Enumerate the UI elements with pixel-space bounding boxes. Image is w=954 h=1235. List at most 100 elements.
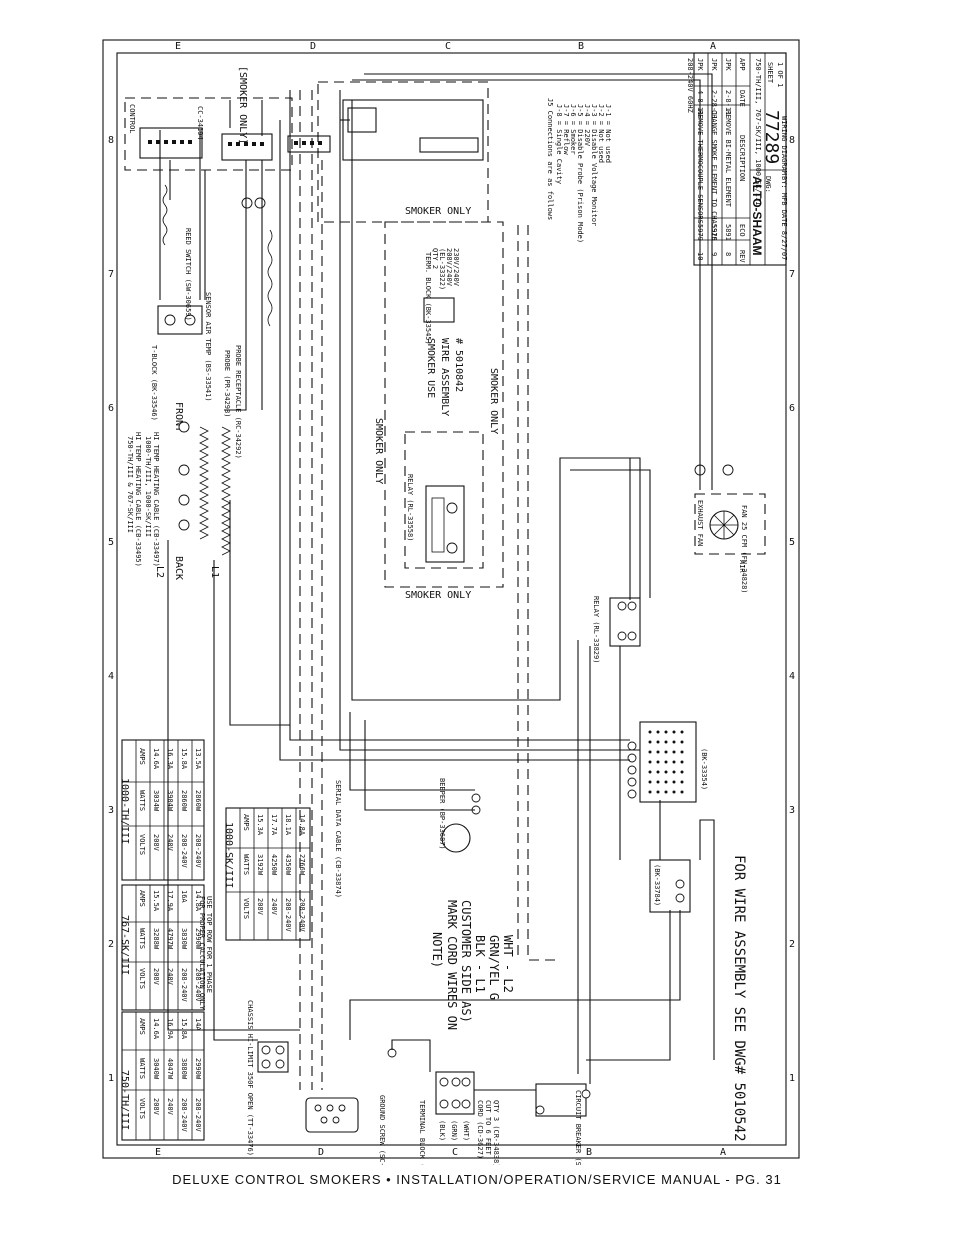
svg-text:2990W: 2990W (194, 928, 202, 950)
title-voltage: 208-240V 60HZ (686, 58, 694, 113)
svg-text:13.5A: 13.5A (194, 748, 202, 770)
svg-text:3880W: 3880W (180, 1058, 188, 1080)
border-letter: E (175, 41, 181, 52)
svg-text:3192W: 3192W (256, 854, 264, 876)
border-number: 4 (108, 671, 114, 682)
qty2-label: QTY 2 (431, 248, 439, 269)
svg-text:208V: 208V (152, 834, 160, 852)
exhaust-fan-label: EXHAUST FAN (696, 500, 704, 546)
border-letter: E (155, 1147, 161, 1158)
t-block-label: T-BLOCK (BK-33546) (150, 345, 158, 421)
heating-label-1: 750-TH/III & 767-SK/III (126, 436, 134, 533)
svg-text:4250W: 4250W (270, 854, 278, 876)
inner-frame (116, 52, 787, 1146)
wiring-diagram-sheet: E D C B A E D C B A 8 7 6 5 4 3 2 1 8 7 … (102, 39, 800, 1165)
wire-number-label: # 5010842 (453, 338, 464, 392)
svg-text:208V: 208V (152, 1098, 160, 1116)
rev-row: 9 5926 CHANGE SMOKE ELEMENT TO CHASSIS 2… (710, 58, 718, 256)
relay-small-coil (431, 497, 445, 553)
svg-text:AMPS: AMPS (242, 814, 250, 831)
j5-line: J-2 = Not used (597, 104, 605, 163)
j5-line: J-5 = Disable Probe (Prison Mode) (576, 104, 584, 243)
terminal-block (435, 1071, 475, 1115)
terminal-strip-dots (648, 730, 684, 794)
control-part-label: CC-34194 (196, 106, 204, 140)
svg-text:9: 9 (710, 252, 718, 256)
terminal-block-label: TERMINAL BLOCK (BK-3019) (418, 1100, 426, 1165)
relay-small (425, 485, 465, 563)
exhaust-fan-dashed (694, 493, 766, 555)
svg-text:JPK: JPK (724, 58, 732, 71)
brand-logo-text: ALTO-SHAAM (750, 176, 764, 256)
heating-coil (199, 426, 209, 540)
svg-text:14.8A: 14.8A (298, 814, 306, 836)
qty3-label: QTY 3 (CR-34838) (492, 1100, 500, 1165)
svg-text:208-240V: 208-240V (180, 968, 188, 1003)
j5-line: J-1 = Not used (604, 104, 612, 163)
heating-coil (221, 426, 231, 556)
connector-pins (148, 140, 322, 146)
svg-text:15.8A: 15.8A (180, 1018, 188, 1040)
svg-text:18.1A: 18.1A (284, 814, 292, 836)
border-letter: A (710, 41, 716, 52)
svg-text:CHANGE SMOKE ELEMENT TO CHASSI: CHANGE SMOKE ELEMENT TO CHASSIS (710, 110, 718, 241)
border-number: 1 (108, 1073, 114, 1084)
svg-text:AMPS: AMPS (138, 748, 146, 765)
svg-text:REV: REV (738, 250, 746, 263)
border-number: 6 (789, 403, 795, 414)
svg-text:15.8A: 15.8A (180, 748, 188, 770)
border-number: 8 (108, 135, 114, 146)
page-footer: DELUXE CONTROL SMOKERS • INSTALLATION/OP… (172, 1172, 782, 1187)
note-line: CUSTOMER SIDE AS) (459, 900, 473, 1023)
svg-text:2860W: 2860W (194, 790, 202, 812)
border-number: 2 (108, 939, 114, 950)
wiring (159, 73, 715, 1091)
svg-text:767-SK/III: 767-SK/III (119, 915, 130, 975)
svg-text:17.7A: 17.7A (270, 814, 278, 836)
svg-text:14.8A: 14.8A (194, 890, 202, 912)
grn-label: (GRN) (450, 1120, 458, 1141)
calc-note-b: USE TOP ROW FOR 1 PHASE (205, 896, 213, 993)
relay-big-label: RELAY (RL-33829) (592, 596, 600, 663)
svg-text:VOLTS: VOLTS (138, 968, 146, 989)
outer-frame (102, 39, 800, 1159)
drawing-number: 77289 (761, 110, 782, 164)
fan-blades (710, 511, 738, 539)
cut-label: CUT TO 6 FEET (484, 1100, 492, 1156)
smoker-only-mid-label: SMOKER ONLY (488, 368, 499, 434)
probe-label: PROBE (PR-34298) (223, 350, 231, 417)
svg-text:2-8-11: 2-8-11 (724, 90, 732, 115)
terminal-strip (639, 721, 697, 803)
svg-text:208-240V: 208-240V (298, 898, 306, 933)
l2-label: L2 (154, 566, 165, 578)
circuit-breaker-label: CIRCUIT BREAKER (SW-34077) (574, 1090, 582, 1165)
svg-text:3904W: 3904W (166, 790, 174, 812)
note-line: GRN/YEL G (487, 935, 501, 1000)
smoker-only-top-label: SMOKER ONLY (405, 206, 471, 217)
term-block (423, 297, 455, 323)
smoker-relay-dashed-box (404, 431, 484, 569)
border-number: 6 (108, 403, 114, 414)
rev-headers: REV ECO DESCRIPTION DATE APP (738, 58, 746, 263)
model-list: 750-TH/III, 767-SK/III, 1000-SK/III (754, 58, 762, 206)
smoker-board-dashbox (317, 81, 489, 223)
smoker-use-label: SMOKER USE (425, 338, 436, 398)
svg-text:5891: 5891 (724, 224, 732, 241)
svg-text:VOLTS: VOLTS (138, 1098, 146, 1119)
table-767: 767-SK/III VOLTS WATTS AMPS 208V 3288W 1… (119, 884, 205, 1011)
control-label: CONTROL (128, 104, 136, 134)
volts-230-label: 230V/240V (452, 248, 460, 287)
svg-text:208-240V: 208-240V (180, 1098, 188, 1133)
drawing-by: BY: MFB DATE 8/27/07 (780, 176, 788, 260)
twisted-wire (162, 184, 168, 246)
heating-terminals (178, 421, 190, 531)
j5-connections-note: J5 Connections are as follows J-8 = Sing… (546, 98, 612, 243)
j5-line: J-4 = 220V (583, 104, 591, 147)
sensor-label: SENSOR AIR TEMP (BS-33541) (204, 292, 212, 402)
chassis-label: CHASSIS HI-LIMIT 350F OPEN (TT-33476) (246, 1000, 254, 1156)
serial-cable-label: SERIAL DATA CABLE (CB-33874) (334, 780, 342, 898)
svg-text:APP: APP (738, 58, 746, 71)
svg-text:2860W: 2860W (180, 790, 188, 812)
t-block (157, 305, 203, 335)
svg-text:14.6A: 14.6A (152, 748, 160, 770)
